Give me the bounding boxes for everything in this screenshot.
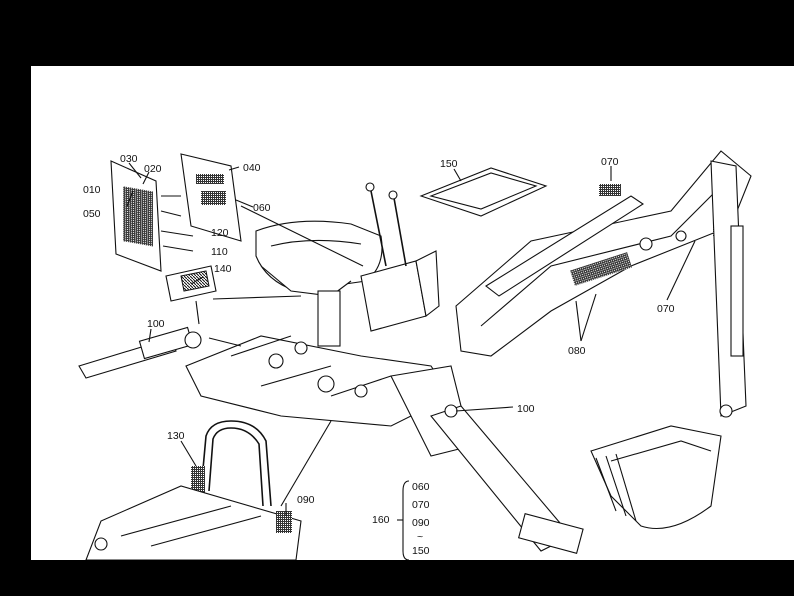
decal-070-top: [599, 184, 621, 196]
callout-090: 090: [297, 494, 315, 506]
callout-040: 040: [243, 162, 261, 174]
callout-100-left: 100: [147, 318, 165, 330]
group-160-bracket: [397, 480, 410, 560]
callout-030: 030: [120, 153, 138, 165]
callout-050: 050: [83, 208, 101, 220]
callout-110: 110: [211, 246, 228, 258]
callout-150: 150: [440, 158, 458, 170]
callout-130: 130: [167, 430, 185, 442]
decal-panel-left: [110, 160, 182, 272]
leader-lines: [126, 162, 696, 516]
group-160-item: 090: [412, 517, 430, 529]
dipper-arm: [710, 160, 747, 418]
control-tower: [360, 182, 440, 332]
bucket: [590, 425, 722, 530]
rollbar-130: [191, 420, 272, 507]
boom: [455, 150, 752, 357]
stabilizer-leg: [430, 404, 584, 554]
callout-160: 160: [372, 514, 390, 526]
callout-070-right: 070: [657, 303, 675, 315]
parts-diagram-sheet: 030 020 010 050 040 060 120 110 140 150 …: [31, 66, 794, 560]
callout-120: 120: [211, 227, 229, 239]
callout-010: 010: [83, 184, 101, 196]
callout-140: 140: [214, 263, 232, 275]
cylinder-100-left: [78, 326, 202, 379]
backhoe-exploded-diagram: 030 020 010 050 040 060 120 110 140 150 …: [78, 150, 752, 560]
group-160-item: 060: [412, 481, 430, 493]
seat: [255, 220, 383, 347]
group-160-item: 070: [412, 499, 430, 511]
manual-150: [419, 167, 548, 217]
callout-100-right: 100: [517, 403, 535, 415]
callout-080: 080: [568, 345, 586, 357]
tractor-base: [85, 485, 302, 560]
group-160-item: 150: [412, 545, 430, 557]
group-160-item: ~: [417, 531, 423, 543]
callout-070-top: 070: [601, 156, 619, 168]
main-frame: [185, 335, 472, 457]
bracket-140: [165, 265, 217, 325]
callout-060: 060: [253, 202, 271, 214]
decal-panel-040: [180, 153, 242, 242]
callout-020: 020: [144, 163, 162, 175]
